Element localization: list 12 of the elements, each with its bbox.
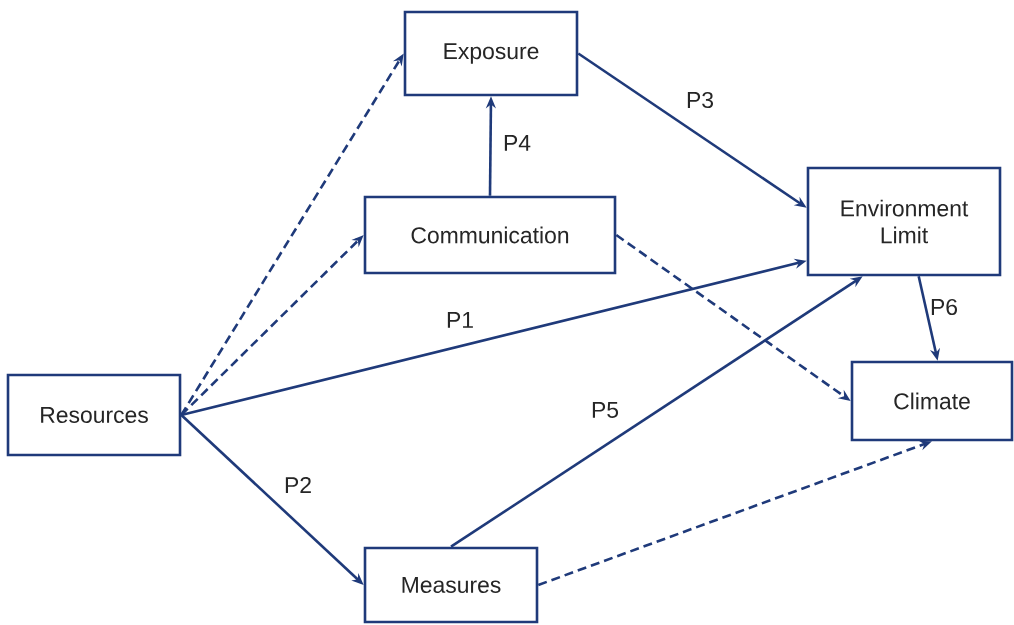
edge-label: P4 bbox=[504, 135, 531, 151]
process-box: Resources bbox=[6, 373, 182, 457]
edge-label: P3 bbox=[687, 91, 713, 109]
edge-label: P1 bbox=[447, 312, 473, 328]
edge-label: P2 bbox=[285, 477, 311, 493]
edge-label: P6 bbox=[931, 298, 957, 316]
process-box: Measures bbox=[363, 546, 539, 624]
process-box: Exposure bbox=[403, 10, 579, 97]
process-box: Environment Limit bbox=[806, 166, 1002, 277]
process-box: Climate bbox=[850, 360, 1014, 442]
edge-label: P5 bbox=[592, 402, 619, 418]
process-box: Communication bbox=[363, 195, 617, 275]
